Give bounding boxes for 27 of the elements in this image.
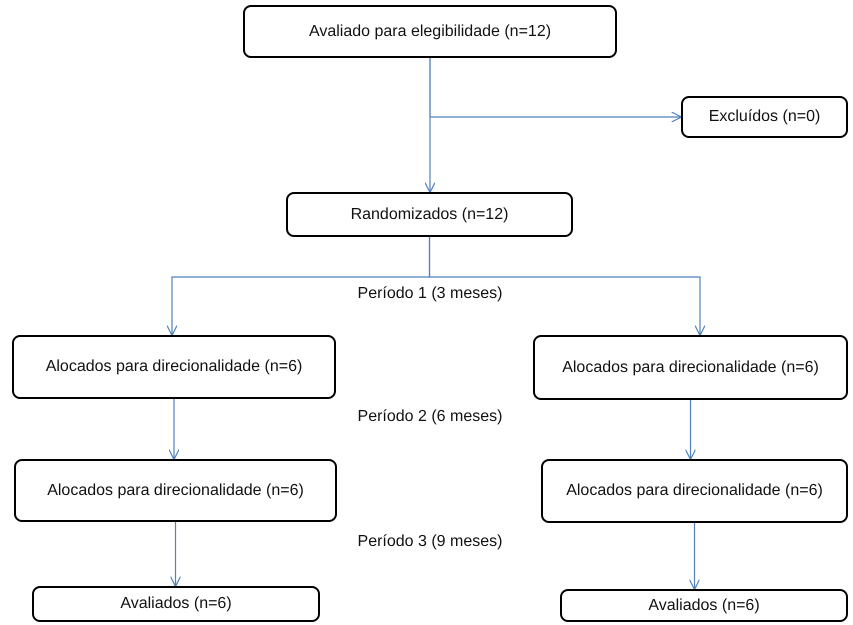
process-box <box>533 335 848 400</box>
arrow <box>168 399 180 460</box>
process-box <box>541 459 848 523</box>
box-text: Alocados para direcionalidade (n=6) <box>566 481 823 501</box>
process-box <box>560 589 848 622</box>
arrow <box>684 400 696 460</box>
period-label: Período 3 (9 meses) <box>358 533 502 551</box>
period-label: Período 2 (6 meses) <box>358 408 502 426</box>
box-text: Alocados para direcionalidade (n=6) <box>562 358 819 378</box>
period-label: Período 1 (3 meses) <box>358 285 502 303</box>
process-box <box>12 335 336 399</box>
box-text: Avaliado para elegibilidade (n=12) <box>308 22 552 42</box>
box-text: Avaliados (n=6) <box>120 594 232 614</box>
box-text: Avaliados (n=6) <box>648 596 760 616</box>
process-box <box>14 459 337 522</box>
process-box <box>32 586 320 622</box>
arrow <box>688 523 700 590</box>
process-box <box>243 5 617 58</box>
arrow <box>429 58 682 123</box>
arrow <box>428 237 706 336</box>
process-box <box>681 96 848 138</box>
box-text: Randomizados (n=12) <box>350 204 508 224</box>
box-text: Excluídos (n=0) <box>708 107 820 127</box>
box-text: Alocados para direcionalidade (n=6) <box>47 480 304 500</box>
process-box <box>286 192 573 237</box>
arrow <box>170 522 182 588</box>
box-text: Alocados para direcionalidade (n=6) <box>46 357 302 377</box>
